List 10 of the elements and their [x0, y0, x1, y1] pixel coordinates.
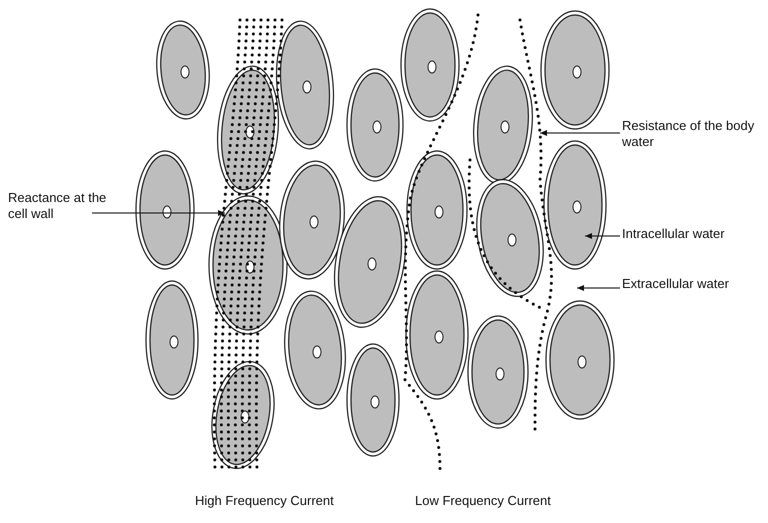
- leader-line: [92, 210, 226, 216]
- leader-line: [584, 233, 620, 239]
- current-label: Low Frequency Current: [415, 493, 551, 509]
- callout-label: Intracellular water: [622, 226, 762, 242]
- callout-label: Resistance of the body water: [622, 118, 762, 150]
- leader-line: [540, 130, 620, 136]
- callout-label: Extracellular water: [622, 276, 762, 292]
- callout-label: Reactance at the cell wall: [8, 190, 128, 222]
- leader-line: [576, 285, 620, 291]
- current-label: High Frequency Current: [195, 493, 334, 509]
